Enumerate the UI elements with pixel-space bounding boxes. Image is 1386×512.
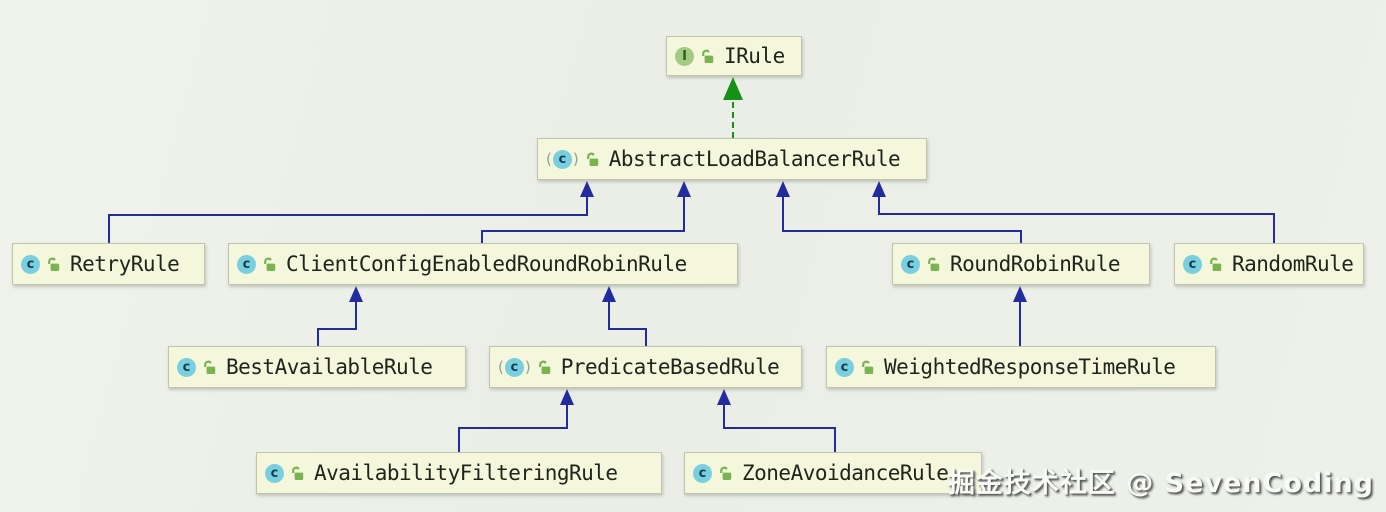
class-name-label: IRule xyxy=(724,44,785,68)
public-lock-icon xyxy=(860,360,875,375)
class-name-label: AvailabilityFilteringRule xyxy=(314,461,618,485)
edge-retryrule xyxy=(108,195,588,243)
public-lock-icon xyxy=(46,257,61,272)
arrowhead-implements-irule xyxy=(723,77,743,100)
edge-zoneavoidance xyxy=(723,404,836,452)
class-icon: c xyxy=(237,254,256,274)
interface-icon: I xyxy=(675,46,694,66)
class-node-irule[interactable]: I IRule xyxy=(666,36,802,76)
class-node-weighted-response-time-rule[interactable]: c WeightedResponseTimeRule xyxy=(826,346,1216,388)
public-lock-icon xyxy=(718,466,733,481)
class-node-predicate-based-rule[interactable]: c PredicateBasedRule xyxy=(489,346,802,388)
abstract-class-icon: c xyxy=(498,357,531,377)
arrowhead-clientconfig xyxy=(677,181,691,197)
public-lock-icon xyxy=(585,152,600,167)
edge-availabilityfiltering xyxy=(458,404,568,452)
class-name-label: BestAvailableRule xyxy=(226,355,433,379)
class-icon: c xyxy=(1183,254,1202,274)
class-node-zone-avoidance-rule[interactable]: c ZoneAvoidanceRule xyxy=(684,452,982,494)
edge-predicatebased xyxy=(608,301,647,346)
public-lock-icon xyxy=(926,257,941,272)
class-node-retry-rule[interactable]: c RetryRule xyxy=(12,243,205,285)
class-node-best-available-rule[interactable]: c BestAvailableRule xyxy=(168,346,466,388)
arrowhead-bestavailable xyxy=(349,286,363,302)
public-lock-icon xyxy=(202,360,217,375)
arrowhead-zoneavoidance xyxy=(717,389,731,405)
edge-bestavailable xyxy=(317,301,357,346)
class-node-availability-filtering-rule[interactable]: c AvailabilityFilteringRule xyxy=(256,452,662,494)
class-node-random-rule[interactable]: c RandomRule xyxy=(1174,243,1364,285)
arrowhead-weightedresponsetime xyxy=(1013,286,1027,302)
class-name-label: ClientConfigEnabledRoundRobinRule xyxy=(286,252,687,276)
watermark-text: 掘金技术社区 @ SevenCoding xyxy=(947,468,1374,499)
class-icon: c xyxy=(835,357,854,377)
class-node-round-robin-rule[interactable]: c RoundRobinRule xyxy=(892,243,1150,285)
public-lock-icon xyxy=(290,466,305,481)
edge-clientconfig xyxy=(481,195,685,243)
public-lock-icon xyxy=(262,257,277,272)
public-lock-icon xyxy=(1208,257,1223,272)
public-lock-icon xyxy=(700,49,715,64)
class-node-abstract-load-balancer-rule[interactable]: c AbstractLoadBalancerRule xyxy=(537,138,927,180)
class-name-label: PredicateBasedRule xyxy=(560,355,780,379)
class-icon: c xyxy=(177,357,196,377)
arrowhead-predicatebased xyxy=(602,286,616,302)
edge-randomrule xyxy=(878,195,1275,243)
public-lock-icon xyxy=(537,360,552,375)
arrowhead-roundrobin xyxy=(776,181,790,197)
class-icon: c xyxy=(21,254,40,274)
arrowhead-randomrule xyxy=(872,181,886,197)
class-name-label: RetryRule xyxy=(70,252,180,276)
class-node-client-config-enabled-round-robin-rule[interactable]: c ClientConfigEnabledRoundRobinRule xyxy=(228,243,738,285)
class-name-label: RoundRobinRule xyxy=(950,252,1121,276)
class-name-label: RandomRule xyxy=(1232,252,1354,276)
class-icon: c xyxy=(693,463,712,483)
edge-roundrobin xyxy=(782,195,1022,243)
class-name-label: WeightedResponseTimeRule xyxy=(884,355,1176,379)
class-name-label: AbstractLoadBalancerRule xyxy=(608,147,901,171)
arrowhead-retryrule xyxy=(580,181,594,197)
class-name-label: ZoneAvoidanceRule xyxy=(742,461,949,485)
abstract-class-icon: c xyxy=(546,149,579,169)
arrowhead-availabilityfiltering xyxy=(560,389,574,405)
class-icon: c xyxy=(901,254,920,274)
class-icon: c xyxy=(265,463,284,483)
